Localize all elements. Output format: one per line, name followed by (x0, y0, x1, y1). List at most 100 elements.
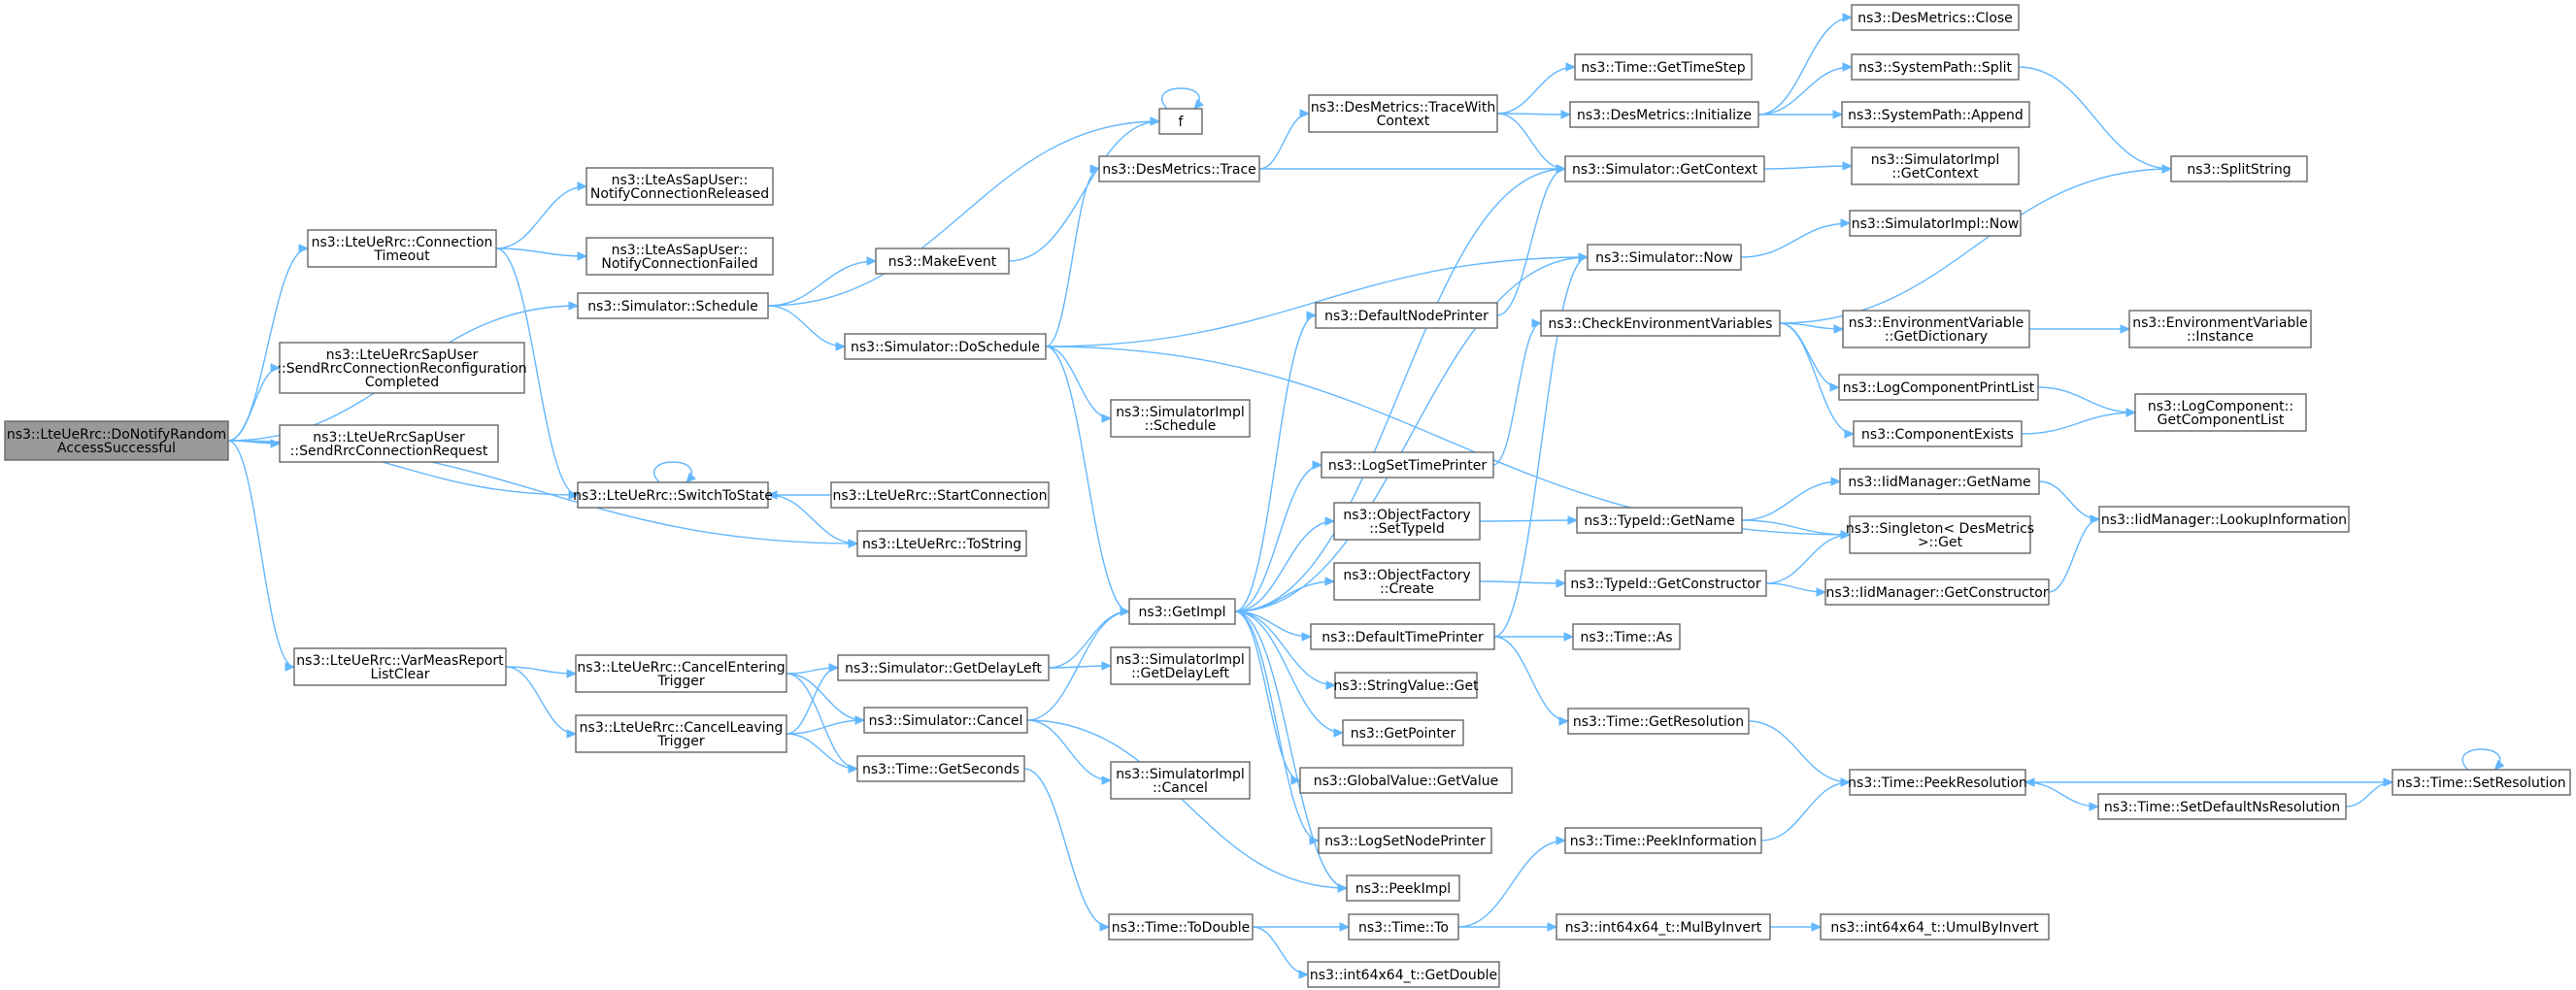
node-sysappend[interactable]: ns3::SystemPath::Append (1841, 101, 2030, 128)
node-f[interactable]: f (1158, 108, 1203, 135)
node-logcomplist[interactable]: ns3::LogComponentPrintList (1838, 374, 2039, 401)
edge-line (1026, 719, 1112, 781)
edge-arrowhead (2161, 164, 2173, 174)
edge-arrowhead (866, 256, 878, 266)
node-label: ns3::Time::PeekInformation (1570, 834, 1757, 849)
edge-simgetctx-simimplctx (1763, 161, 1854, 171)
node-logsetnode[interactable]: ns3::LogSetNodePrinter (1318, 827, 1492, 854)
node-dosched[interactable]: ns3::Simulator::DoSchedule (844, 333, 1047, 360)
node-typeidctor[interactable]: ns3::TypeId::GetConstructor (1564, 570, 1767, 597)
node-desmtrace[interactable]: ns3::DesMetrics::Trace (1098, 155, 1260, 182)
node-typeidname[interactable]: ns3::TypeId::GetName (1576, 507, 1743, 534)
edge-arrowhead (2024, 777, 2035, 787)
edge-dosched-simnow (1045, 252, 1589, 347)
node-label: ns3::IidManager::LookupInformation (2101, 512, 2347, 528)
node-label: Trigger (656, 734, 705, 749)
node-sched[interactable]: ns3::Simulator::Schedule (577, 292, 769, 319)
node-splitstring[interactable]: ns3::SplitString (2170, 155, 2308, 182)
node-box (1587, 244, 1742, 271)
node-label: ns3::SimulatorImpl::Now (1852, 216, 2020, 232)
node-singleton[interactable]: ns3::Singleton< DesMetrics>::Get (1846, 515, 2034, 554)
node-setres[interactable]: ns3::Time::SetResolution (2392, 769, 2571, 796)
node-box (1321, 451, 1494, 478)
node-desmclose[interactable]: ns3::DesMetrics::Close (1851, 4, 2020, 31)
node-simimpldelay[interactable]: ns3::SimulatorImpl::GetDelayLeft (1110, 646, 1251, 685)
node-globalvalue[interactable]: ns3::GlobalValue::GetValue (1299, 767, 1513, 794)
node-todouble[interactable]: ns3::Time::ToDouble (1108, 913, 1254, 940)
node-defnodeprinter[interactable]: ns3::DefaultNodePrinter (1315, 302, 1498, 329)
node-box (1318, 827, 1492, 854)
node-sendreq[interactable]: ns3::LteUeRrcSapUser::SendRrcConnectionR… (279, 424, 499, 463)
node-box (1348, 913, 1459, 940)
node-label: ns3::Simulator::GetContext (1572, 162, 1758, 178)
node-simimplcancel[interactable]: ns3::SimulatorImpl::Cancel (1110, 761, 1251, 800)
node-setdefns[interactable]: ns3::Time::SetDefaultNsResolution (2097, 793, 2347, 820)
node-simimplsched[interactable]: ns3::SimulatorImpl::Schedule (1110, 399, 1251, 438)
node-stringvalue[interactable]: ns3::StringValue::Get (1333, 672, 1479, 699)
node-envinst[interactable]: ns3::EnvironmentVariable::Instance (2128, 310, 2312, 348)
node-simimplctx[interactable]: ns3::SimulatorImpl::GetContext (1851, 147, 2020, 185)
node-tostring[interactable]: ns3::LteUeRrc::ToString (856, 530, 1027, 557)
node-envdict[interactable]: ns3::EnvironmentVariable::GetDictionary (1842, 310, 2030, 348)
node-peekinfo[interactable]: ns3::Time::PeekInformation (1564, 827, 1762, 854)
node-objcreate[interactable]: ns3::ObjectFactory::Create (1333, 562, 1481, 601)
node-logsettime[interactable]: ns3::LogSetTimePrinter (1321, 451, 1494, 478)
edge-arrowhead (1840, 777, 1852, 787)
node-checkenv[interactable]: ns3::CheckEnvironmentVariables (1540, 310, 1781, 337)
node-switch[interactable]: ns3::LteUeRrc::SwitchToState (573, 481, 773, 509)
node-compexists[interactable]: ns3::ComponentExists (1853, 420, 2023, 447)
node-desminit[interactable]: ns3::DesMetrics::Initialize (1569, 101, 1759, 128)
node-deftimeprinter[interactable]: ns3::DefaultTimePrinter (1310, 623, 1495, 650)
node-label: ns3::Time::GetSeconds (862, 762, 1020, 777)
node-notif-fail[interactable]: ns3::LteAsSapUser::NotifyConnectionFaile… (585, 237, 774, 276)
edge-cancelleav-getdelayleft (786, 663, 840, 735)
node-label: ns3::Time::GetTimeStep (1581, 60, 1745, 76)
node-iidgetctor[interactable]: ns3::IidManager::GetConstructor (1824, 578, 2050, 606)
edge-cancelent-simcancel (786, 673, 866, 725)
node-getseconds[interactable]: ns3::Time::GetSeconds (856, 755, 1025, 782)
node-umulbyinv[interactable]: ns3::int64x64_t::UmulByInvert (1820, 913, 2050, 940)
node-simnow[interactable]: ns3::Simulator::Now (1587, 244, 1742, 271)
node-getimpl[interactable]: ns3::GetImpl (1128, 598, 1236, 625)
node-getpointer[interactable]: ns3::GetPointer (1342, 719, 1464, 746)
node-label: ns3::LteUeRrc::SwitchToState (573, 488, 773, 504)
node-iidgetname[interactable]: ns3::IidManager::GetName (1839, 468, 2040, 495)
node-timeas[interactable]: ns3::Time::As (1572, 623, 1681, 650)
node-box (585, 237, 774, 276)
node-syssplit[interactable]: ns3::SystemPath::Split (1851, 53, 2020, 81)
node-logcompget[interactable]: ns3::LogComponent::GetComponentList (2134, 393, 2307, 432)
node-iidlookup[interactable]: ns3::IidManager::LookupInformation (2098, 506, 2350, 533)
node-label: ns3::DesMetrics::Trace (1102, 162, 1256, 178)
node-timeto[interactable]: ns3::Time::To (1348, 913, 1459, 940)
node-gettimestep[interactable]: ns3::Time::GetTimeStep (1574, 53, 1753, 81)
edge-line (1757, 66, 1853, 116)
node-simimplnow[interactable]: ns3::SimulatorImpl::Now (1849, 210, 2022, 237)
node-peekres[interactable]: ns3::Time::PeekResolution (1848, 769, 2027, 796)
node-getdouble[interactable]: ns3::int64x64_t::GetDouble (1307, 961, 1500, 988)
edge-deftimeprinter-getres (1493, 636, 1570, 726)
node-label: ns3::DefaultTimePrinter (1321, 630, 1484, 645)
edge-line (653, 461, 692, 483)
node-root[interactable]: ns3::LteUeRrc::DoNotifyRandomAccessSucce… (4, 420, 229, 461)
node-label: ::GetContext (1891, 166, 1979, 182)
edge-checkenv-compexists (1779, 322, 1856, 439)
node-getdelayleft[interactable]: ns3::Simulator::GetDelayLeft (837, 654, 1050, 681)
node-makeevent[interactable]: ns3::MakeEvent (875, 248, 1010, 275)
node-startconn[interactable]: ns3::LteUeRrc::StartConnection (830, 481, 1050, 509)
node-simcancel[interactable]: ns3::Simulator::Cancel (863, 707, 1028, 734)
node-simgetctx[interactable]: ns3::Simulator::GetContext (1564, 155, 1765, 182)
edge-arrowhead (566, 669, 578, 678)
node-sendreconf[interactable]: ns3::LteUeRrcSapUser::SendRrcConnectionR… (277, 342, 527, 394)
node-mulbyinv[interactable]: ns3::int64x64_t::MulByInvert (1556, 913, 1771, 940)
node-getres[interactable]: ns3::Time::GetResolution (1567, 708, 1750, 735)
node-peekimpl[interactable]: ns3::PeekImpl (1346, 874, 1460, 902)
node-notif-rel[interactable]: ns3::LteAsSapUser::NotifyConnectionRelea… (585, 167, 774, 206)
edge-line (495, 185, 587, 249)
node-objsettypeid[interactable]: ns3::ObjectFactory::SetTypeId (1333, 502, 1481, 541)
